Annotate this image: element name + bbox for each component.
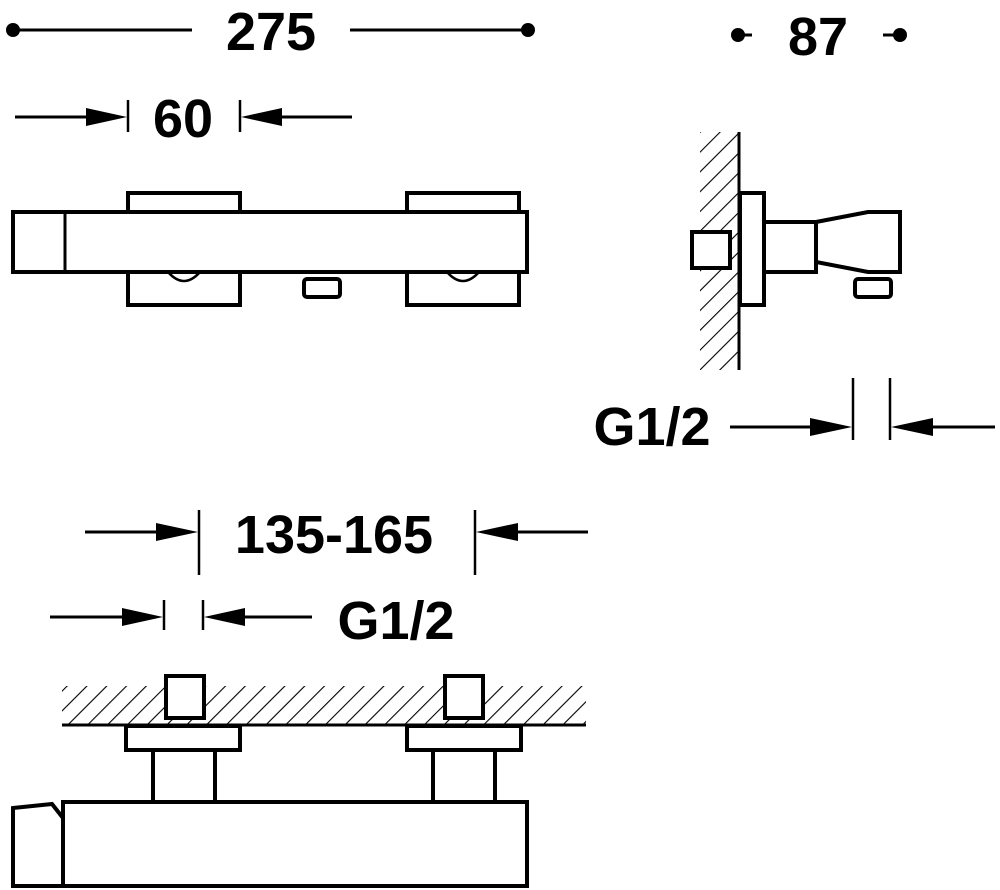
right-inlet-pipe [443,674,485,720]
left-wall-flange [124,724,242,752]
right-connector [431,748,497,804]
dimension-valve-width: 60 [15,89,352,149]
left-connector [151,748,217,804]
arrow-left-icon [891,418,933,436]
dimension-endpoint-dot [893,28,907,42]
dimension-endpoint-dot [521,23,535,37]
wall-hatching [62,686,586,724]
connector-neck [762,220,818,274]
top-view-mixer [11,191,529,307]
inlet-pipe [690,230,732,270]
dimension-label-side-connection: G1/2 [593,397,710,457]
mixer-handle-end [11,801,65,888]
dimension-label-valve-width: 60 [153,89,213,149]
wall-flange [738,191,766,307]
dimension-label-projection: 87 [788,7,848,67]
dimension-overall-width: 275 [6,2,535,62]
mixer-body-front [61,800,529,888]
arrow-right-icon [122,608,163,626]
right-connector-arc [446,271,480,283]
dimension-side-connection: G1/2 [593,378,995,457]
shower-outlet [302,277,342,299]
right-wall-flange [405,724,523,752]
dimension-label-overall-width: 275 [226,2,316,62]
shower-outlet-side [853,277,893,299]
dimension-projection: 87 [731,7,907,67]
arrow-left-icon [476,523,518,541]
front-view-mixer [11,674,586,888]
mixer-body-profile [814,210,902,274]
dimension-label-bottom-connection: G1/2 [337,591,454,651]
dimension-centers-range: 135-165 [85,505,588,575]
arrow-left-icon [241,108,282,126]
arrow-right-icon [156,523,198,541]
dimension-bottom-connection: G1/2 [50,591,455,651]
mixer-body [11,210,529,274]
arrow-left-icon [204,608,245,626]
side-view-mixer [690,132,902,370]
left-inlet-pipe [164,674,206,720]
left-connector-arc [167,271,201,283]
arrow-right-icon [86,108,127,126]
arrow-right-icon [810,418,852,436]
dimension-label-centers-range: 135-165 [235,505,433,565]
